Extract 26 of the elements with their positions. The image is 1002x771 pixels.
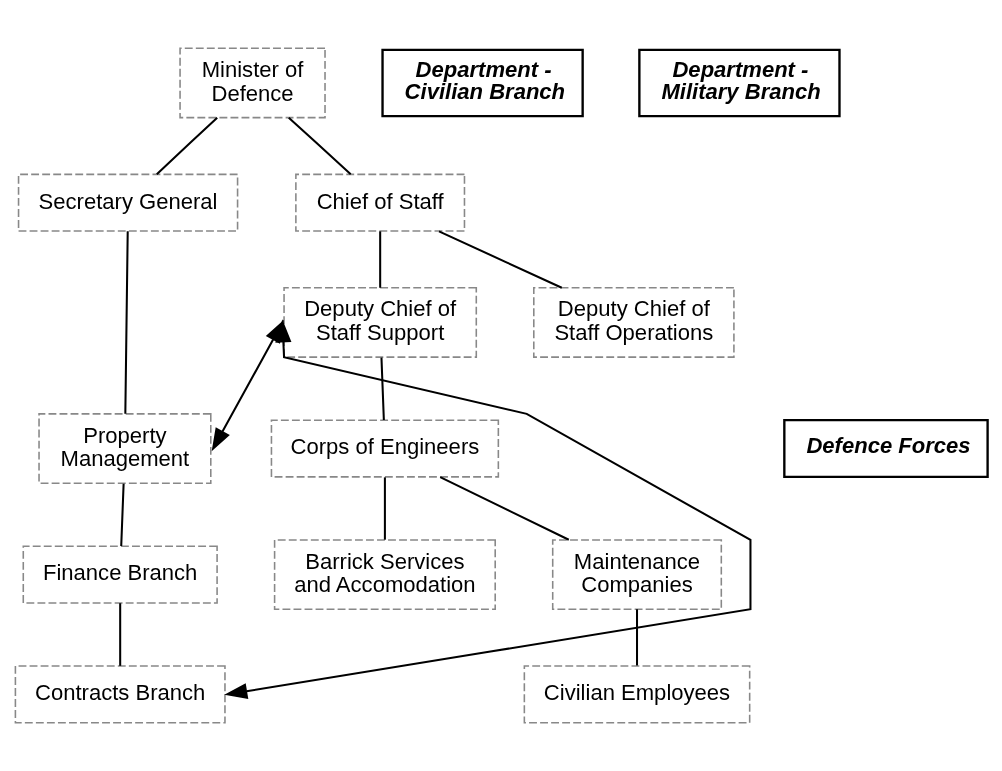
node-box: Barrick Services and Accomodation	[273, 539, 496, 611]
connector	[379, 357, 385, 421]
node-box: Chief of Staff	[294, 173, 465, 232]
connector	[439, 476, 569, 541]
node-box: Secretary General	[17, 173, 238, 232]
node-box: Corps of Engineers	[270, 419, 499, 478]
connector	[119, 483, 125, 547]
connector	[118, 603, 121, 666]
connector	[123, 231, 129, 414]
node-box: Property Management	[37, 413, 212, 484]
connector	[438, 230, 562, 289]
connector	[287, 116, 351, 175]
node-box: Maintenance Companies	[551, 539, 722, 611]
node-box: Deputy Chief of Staff Operations	[532, 287, 735, 358]
node-box: Department - Civilian Branch	[380, 48, 584, 118]
node-box: Defence Forces	[782, 419, 989, 479]
node-box: Deputy Chief of Staff Support	[282, 287, 477, 358]
connector	[155, 116, 218, 175]
connector	[383, 477, 386, 540]
node-box: Finance Branch	[22, 545, 218, 604]
connector	[378, 231, 381, 288]
node-box: Civilian Employees	[523, 665, 750, 724]
connector	[635, 609, 638, 666]
node-box: Department - Military Branch	[637, 48, 841, 118]
node-box: Minister of Defence	[178, 47, 326, 119]
node-box: Contracts Branch	[14, 665, 226, 724]
